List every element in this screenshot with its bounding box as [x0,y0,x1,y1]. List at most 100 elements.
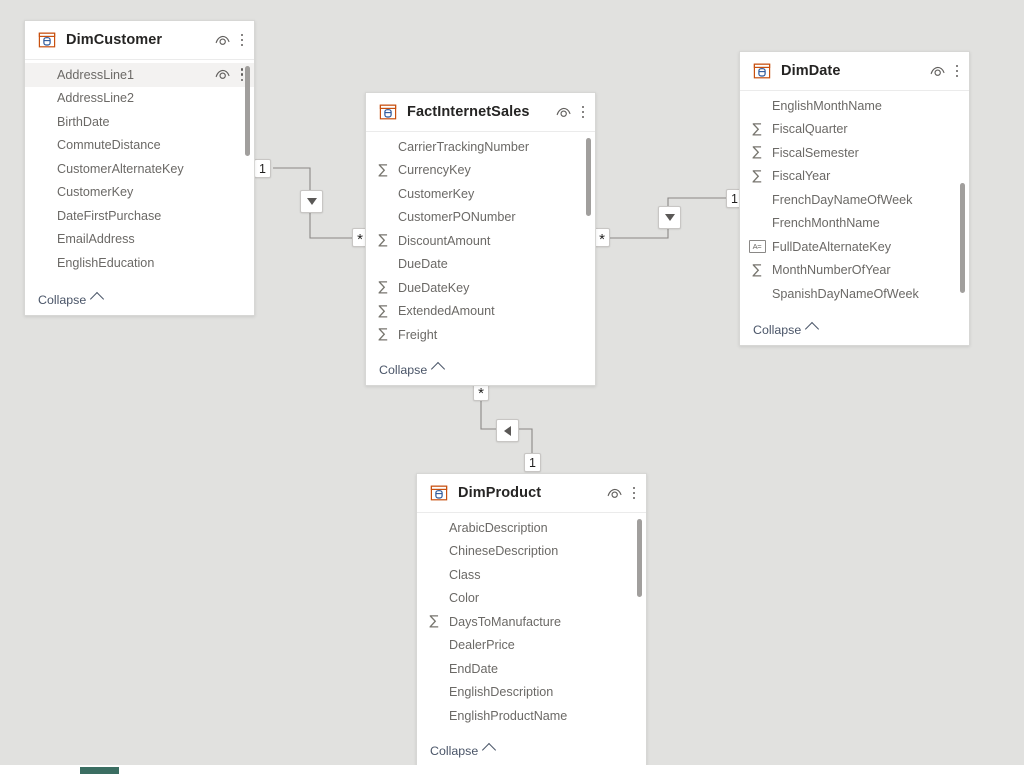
field-label: DueDateKey [398,280,470,295]
field-row[interactable]: AddressLine1 [25,63,254,87]
field-row[interactable]: CustomerKey [25,181,254,205]
eye-visibility-icon[interactable] [555,104,572,121]
field-row[interactable]: EnglishProductName [417,704,646,728]
filter-direction-marker-date-to-sales[interactable] [658,206,681,229]
field-row[interactable]: ∑MonthNumberOfYear [740,259,969,283]
field-row[interactable]: Class [417,563,646,587]
field-icon-blank [33,208,51,224]
table-title: DimProduct [458,485,542,501]
field-icon-blank [748,286,766,302]
table-title: DimDate [781,63,841,79]
field-row[interactable]: EnglishDescription [417,681,646,705]
field-row[interactable]: FrenchMonthName [740,212,969,236]
field-row[interactable]: ∑ DueDateKey [366,276,595,300]
chevron-up-icon [805,321,820,336]
field-row[interactable]: EnglishMonthName [740,94,969,118]
field-label: Freight [398,327,438,342]
vertical-scrollbar[interactable] [960,183,965,293]
more-options-icon[interactable] [240,67,244,83]
field-label: EndDate [449,661,499,676]
table-header-factinternetsales[interactable]: FactInternetSales [366,93,595,132]
field-row[interactable]: ChineseDescription [417,540,646,564]
field-list-dimdate[interactable]: EnglishMonthName∑FiscalQuarter∑FiscalSem… [740,91,969,314]
field-row[interactable]: DateFirstPurchase [25,204,254,228]
field-label: ArabicDescription [449,520,548,535]
field-label: DateFirstPurchase [57,208,162,223]
field-row[interactable]: EnglishEducation [25,251,254,275]
table-header-actions[interactable] [929,63,959,80]
field-row[interactable]: CommuteDistance [25,134,254,158]
vertical-scrollbar[interactable] [586,138,591,216]
field-row[interactable]: ∑FiscalQuarter [740,118,969,142]
sigma-numeric-icon: ∑ [378,326,388,342]
eye-visibility-icon[interactable] [214,66,231,83]
field-label: EnglishDescription [449,685,554,700]
eye-visibility-icon[interactable] [606,485,623,502]
field-label: Color [449,591,480,606]
table-header-dimcustomer[interactable]: DimCustomer [25,21,254,60]
sigma-numeric-icon: ∑ [378,279,388,295]
field-row[interactable]: A=FullDateAlternateKey [740,235,969,259]
field-row[interactable]: BirthDate [25,110,254,134]
field-row[interactable]: DueDate [366,253,595,277]
field-row[interactable]: AddressLine2 [25,87,254,111]
more-options-icon[interactable] [955,63,959,79]
collapse-button[interactable]: Collapse [753,321,820,337]
field-row[interactable]: ∑CurrencyKey [366,159,595,183]
field-row[interactable]: EmailAddress [25,228,254,252]
field-row[interactable]: DealerPrice [417,634,646,658]
field-label: SpanishDayNameOfWeek [772,286,919,301]
field-row[interactable]: CustomerAlternateKey [25,157,254,181]
filter-direction-marker-customer-to-sales[interactable] [300,190,323,213]
more-options-icon[interactable] [240,32,244,48]
table-icon [430,485,448,501]
field-label: DealerPrice [449,638,515,653]
vertical-scrollbar[interactable] [637,519,642,597]
more-options-icon[interactable] [632,485,636,501]
field-row[interactable]: ArabicDescription [417,516,646,540]
field-row[interactable]: ∑ Freight [366,323,595,347]
collapse-button[interactable]: Collapse [430,742,497,758]
filter-direction-marker-product-to-sales[interactable] [496,419,519,442]
field-row[interactable]: ∑ExtendedAmount [366,300,595,324]
field-row[interactable]: SpanishDayNameOfWeek [740,282,969,306]
vertical-scrollbar[interactable] [245,66,250,156]
field-row[interactable]: ∑DaysToManufacture [417,610,646,634]
table-header-dimdate[interactable]: DimDate [740,52,969,91]
field-actions[interactable] [214,66,244,83]
field-row[interactable]: ∑FiscalSemester [740,141,969,165]
table-header-dimproduct[interactable]: DimProduct [417,474,646,513]
field-row[interactable]: EndDate [417,657,646,681]
field-label: FrenchDayNameOfWeek [772,192,913,207]
table-header-actions[interactable] [555,104,585,121]
collapse-label: Collapse [753,322,802,337]
page-tab-indicator[interactable] [80,767,119,774]
collapse-button[interactable]: Collapse [379,361,446,377]
more-options-icon[interactable] [581,104,585,120]
table-header-actions[interactable] [606,485,636,502]
field-icon-blank [33,114,51,130]
field-row[interactable]: ∑FiscalYear [740,165,969,189]
field-row[interactable]: ∑DiscountAmount [366,229,595,253]
field-row[interactable]: FrenchDayNameOfWeek [740,188,969,212]
field-row[interactable]: Color [417,587,646,611]
field-row[interactable]: CarrierTrackingNumber [366,135,595,159]
table-header-actions[interactable] [214,32,244,49]
field-row[interactable]: CustomerPONumber [366,206,595,230]
table-title: FactInternetSales [407,104,530,120]
field-label: CustomerKey [398,186,475,201]
table-footer-dimproduct: Collapse [417,735,646,766]
field-label: Class [449,567,481,582]
field-row[interactable]: CustomerKey [366,182,595,206]
eye-visibility-icon[interactable] [929,63,946,80]
eye-visibility-icon[interactable] [214,32,231,49]
collapse-button[interactable]: Collapse [38,291,105,307]
